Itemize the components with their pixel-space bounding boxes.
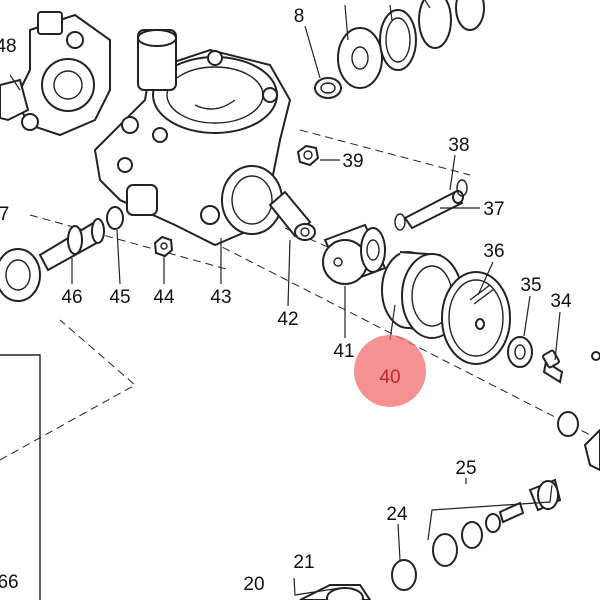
part-46-fitting [38, 218, 105, 272]
part-24-o-ring [391, 559, 417, 591]
leader-lines [9, 0, 561, 596]
callout-37: 37 [483, 199, 504, 220]
callout-40: 40 [379, 367, 400, 388]
left-bracket-lines [0, 354, 41, 600]
part-37-pin [403, 190, 464, 230]
callout-43: 43 [210, 287, 231, 308]
callout-66: 66 [0, 572, 19, 593]
part-48-valve-housing [0, 11, 111, 137]
top-disc-stack [337, 0, 485, 89]
part-7-nut [0, 248, 41, 302]
callout-25: 25 [455, 458, 476, 479]
assembly-axis-lines [0, 129, 600, 461]
part-44-nut [153, 235, 174, 258]
callout-20: 20 [243, 574, 264, 595]
callout-48: 48 [0, 36, 17, 57]
callout-39: 39 [342, 151, 363, 172]
callout-46: 46 [61, 287, 82, 308]
callout-35: 35 [520, 275, 541, 296]
callout-36: 36 [483, 241, 504, 262]
callout-45: 45 [109, 287, 130, 308]
part-35-washer [507, 336, 533, 368]
callout-44: 44 [153, 287, 175, 308]
pump-head-casting [93, 29, 292, 247]
part-39-nut [296, 144, 320, 167]
part-34-bolt [542, 349, 564, 384]
part-42-connecting-rod [268, 190, 316, 241]
callout-42: 42 [277, 309, 298, 330]
callout-38: 38 [448, 135, 469, 156]
callout-24: 24 [386, 504, 408, 525]
callout-7: 7 [0, 204, 9, 225]
part-8-seal [314, 77, 342, 99]
callout-21: 21 [293, 552, 314, 573]
part-36-plate [441, 271, 511, 365]
part-25-valve-assembly [432, 478, 562, 567]
part-21-fitting [299, 584, 372, 600]
right-edge-parts [557, 351, 600, 472]
part-41-piston [322, 223, 387, 285]
part-45-o-ring [106, 206, 124, 230]
callout-labels: 8 38 39 37 36 35 34 48 46 45 44 43 42 41… [0, 6, 572, 595]
callout-41: 41 [333, 341, 354, 362]
part-38-clips [394, 179, 468, 231]
callout-34: 34 [550, 291, 572, 312]
highlight-circle [354, 335, 426, 407]
callout-8: 8 [294, 6, 305, 27]
